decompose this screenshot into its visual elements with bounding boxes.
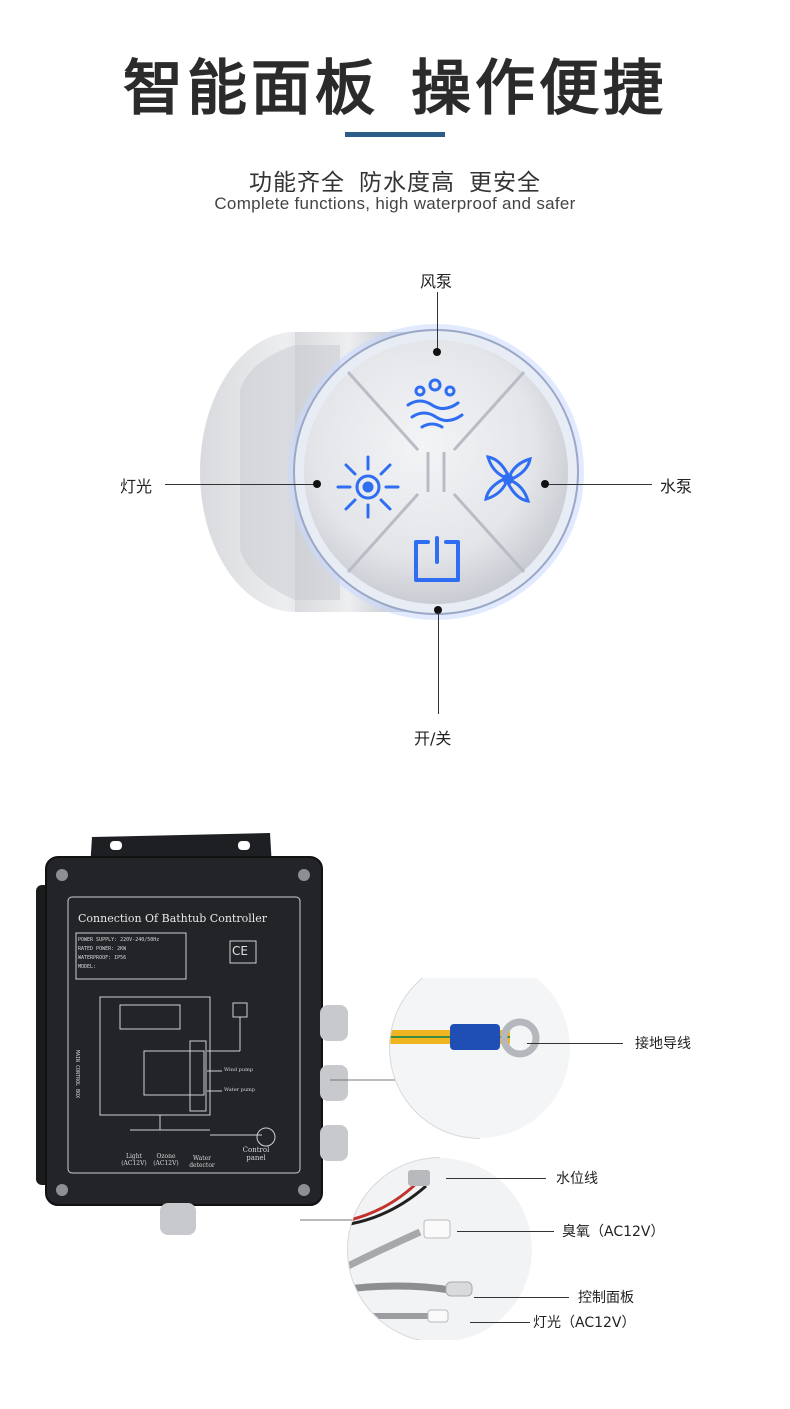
diagram-ozone-label: Ozone (156, 1153, 176, 1160)
cable-bundle-image (300, 1157, 532, 1340)
spec-row: RATED POWER: 2KW (78, 945, 186, 954)
spec-row: WATERPROOF: IP56 (78, 954, 186, 963)
label-wind-pump: 风泵 (420, 272, 453, 291)
leader-dot (434, 606, 442, 614)
diagram-panel-label: panel (246, 1154, 266, 1162)
controller-title: Connection Of Bathtub Controller (78, 912, 268, 925)
spec-table: POWER SUPPLY: 220V-240/50Hz RATED POWER:… (78, 936, 186, 972)
diagram-water-pump: Water pump (224, 1087, 255, 1093)
leader-line (165, 484, 317, 485)
label-control-panel: 控制面板 (578, 1290, 634, 1306)
page-title: 智能面板操作便捷 (0, 40, 790, 127)
spec-label: POWER SUPPLY: (78, 937, 118, 943)
power-icon[interactable] (408, 532, 466, 590)
subtitle-chinese: 功能齐全防水度高更安全 (0, 163, 790, 197)
leader-line (446, 1178, 546, 1179)
spec-row: MODEL: (78, 963, 186, 972)
spec-label: WATERPROOF: (78, 955, 112, 961)
spec-value: 2KW (117, 946, 127, 952)
subtitle-english: Complete functions, high waterproof and … (214, 194, 576, 213)
diagram-ozone: Ozone (AC12V) (150, 1153, 182, 1167)
diagram-light: Light (AC12V) (118, 1153, 150, 1167)
diagram-wind-pump: Wind pump (224, 1067, 254, 1073)
spec-label: RATED POWER: (78, 946, 115, 952)
control-panel-image (200, 324, 584, 620)
leader-line (457, 1231, 554, 1232)
diagram-control: Control panel (236, 1146, 276, 1162)
subtitle-item: 更安全 (469, 170, 541, 196)
title-right: 操作便捷 (411, 54, 667, 124)
diagram-light-label: Light (125, 1153, 143, 1160)
diagram-water-label: Water (192, 1155, 212, 1162)
diagram-water: Water detector (184, 1155, 220, 1169)
water-pump-icon[interactable] (476, 447, 540, 511)
label-water-level: 水位线 (556, 1171, 598, 1187)
light-icon[interactable] (333, 452, 403, 522)
spec-label: MODEL: (78, 964, 97, 970)
wind-pump-icon[interactable] (400, 375, 470, 435)
subtitle-item: 功能齐全 (249, 170, 345, 196)
leader-line (474, 1297, 569, 1298)
leader-line (527, 1043, 623, 1044)
diagram-detector-label: detector (189, 1162, 215, 1169)
spec-value: 220V-240/50Hz (120, 937, 160, 943)
controller-box-image (36, 833, 348, 1235)
diagram-light-voltage: (AC12V) (121, 1160, 147, 1167)
leader-line (437, 292, 438, 352)
leader-line (470, 1322, 530, 1323)
label-light: 灯光 (120, 477, 153, 496)
leader-dot (433, 348, 441, 356)
label-light-wire: 灯光（AC12V） (533, 1315, 636, 1331)
leader-line (438, 612, 439, 714)
leader-dot (541, 480, 549, 488)
title-left: 智能面板 (123, 54, 379, 124)
ground-wire-image (330, 978, 570, 1139)
label-water-pump: 水泵 (660, 477, 693, 496)
label-power: 开/关 (414, 729, 452, 748)
ce-mark: CE (232, 944, 248, 958)
label-ground-wire: 接地导线 (635, 1036, 691, 1052)
leader-line (547, 484, 652, 485)
diagram-ozone-voltage: (AC12V) (153, 1160, 179, 1167)
label-ozone: 臭氧（AC12V） (562, 1224, 665, 1240)
title-divider (345, 132, 445, 137)
subtitle-item: 防水度高 (359, 170, 455, 196)
diagram-control-label: Control (242, 1146, 270, 1154)
spec-row: POWER SUPPLY: 220V-240/50Hz (78, 936, 186, 945)
leader-dot (313, 480, 321, 488)
spec-value: IP56 (114, 955, 127, 961)
main-box-label: MAIN CONTROL BOX (74, 1050, 80, 1099)
